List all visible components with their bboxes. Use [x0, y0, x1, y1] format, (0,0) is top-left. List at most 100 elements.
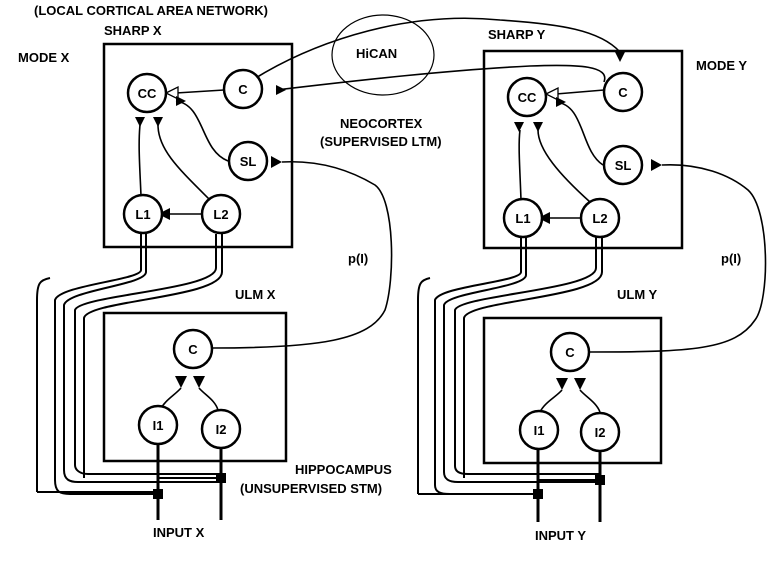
arrow-sl-cc-x — [176, 96, 186, 106]
arrow-l2-cc-y — [533, 122, 543, 132]
node-l1-y: L1 — [502, 197, 544, 239]
node-i1-y-label: I1 — [534, 423, 545, 438]
link-sl-cc-x — [175, 100, 229, 162]
arrow-l1-cc-y — [514, 122, 524, 132]
ulm-y-box — [482, 316, 663, 465]
sharp-y-box — [482, 49, 684, 250]
loop-l2-input-y — [454, 236, 600, 475]
arrow-sl-cc-y — [556, 97, 566, 107]
connection-cy-to-cx — [275, 64, 606, 91]
arrow-c-i1-y — [556, 378, 568, 390]
p-label-right: p(I) — [721, 251, 741, 266]
mode-y-label: MODE Y — [696, 58, 747, 73]
connection-cx-to-cy — [232, 17, 621, 94]
arrow-c-i2-x — [193, 376, 205, 388]
node-i2-y: I2 — [579, 411, 621, 453]
node-i1-x-label: I1 — [153, 418, 164, 433]
arrow-l2-cc-x — [153, 117, 163, 127]
node-i1-x: I1 — [137, 404, 179, 446]
arrow-l2-l1-y — [538, 212, 550, 224]
unsupervised-label: (UNSUPERVISED STM) — [240, 481, 382, 496]
link-c-i2-y — [579, 389, 601, 413]
node-i2-x-label: I2 — [216, 422, 227, 437]
node-cc-y-label: CC — [518, 90, 537, 105]
hican-ellipse — [331, 14, 435, 96]
hippocampus-label: HIPPOCAMPUS — [295, 462, 392, 477]
link-c-cc-x — [175, 89, 225, 94]
neocortex-label: NEOCORTEX — [340, 116, 423, 131]
arrow-c-i1-x — [175, 376, 187, 388]
node-c-x: C — [222, 68, 264, 110]
loop-l2-input-x — [74, 234, 221, 475]
link-c-cc-y — [555, 89, 605, 95]
node-c-x-label: C — [238, 82, 248, 97]
junction-y-i2 — [595, 475, 605, 485]
p-loop-x — [211, 160, 393, 349]
arrowhead-cx-in — [276, 85, 286, 95]
sharp-x-box — [102, 42, 294, 249]
node-ulm-c-x: C — [172, 328, 214, 370]
input-y-outer — [417, 277, 431, 494]
node-l1-x: L1 — [122, 193, 164, 235]
node-l1-x-label: L1 — [135, 207, 150, 222]
node-sl-x: SL — [227, 140, 269, 182]
link-l2-cc-x — [157, 124, 211, 201]
node-c-y-label: C — [618, 85, 628, 100]
supervised-label: (SUPERVISED LTM) — [320, 134, 442, 149]
node-sl-x-label: SL — [240, 154, 257, 169]
arrow-c-i2-y — [574, 378, 586, 390]
link-l2-cc-y — [537, 129, 591, 203]
arrowhead-cy-in — [615, 52, 625, 62]
arrow-sl-in-y — [651, 159, 662, 171]
node-l2-y-label: L2 — [592, 211, 607, 226]
sharp-y-label: SHARP Y — [488, 27, 546, 42]
node-l2-y: L2 — [579, 197, 621, 239]
node-ulm-c-x-label: C — [188, 342, 198, 357]
node-sl-y: SL — [602, 144, 644, 186]
node-ulm-c-y: C — [549, 331, 591, 373]
node-l2-x-label: L2 — [213, 207, 228, 222]
link-c-i2-x — [198, 387, 219, 411]
node-sl-y-label: SL — [615, 158, 632, 173]
node-i1-y: I1 — [518, 409, 560, 451]
p-loop-y — [589, 164, 767, 353]
network-label: (LOCAL CORTICAL AREA NETWORK) — [34, 3, 268, 18]
loop-l2-input-y-2 — [463, 236, 603, 478]
node-ulm-c-y-label: C — [565, 345, 575, 360]
loop-l1-input-x-2 — [63, 234, 221, 483]
node-l2-x: L2 — [200, 193, 242, 235]
arrow-l1-cc-x — [135, 117, 145, 127]
link-l1-cc-x — [138, 124, 142, 197]
link-c-i1-y — [539, 389, 563, 413]
loop-l1-input-y-2 — [443, 236, 600, 483]
node-i2-x: I2 — [200, 408, 242, 450]
junction-x-i1 — [153, 489, 163, 499]
node-cc-y: CC — [506, 76, 548, 118]
loop-l1-input-x-1 — [54, 234, 158, 495]
arrow-l2-l1-x — [158, 208, 170, 220]
junction-x-i2 — [216, 473, 226, 483]
loop-l1-input-y-1 — [434, 236, 538, 495]
arrow-sl-in-x — [271, 156, 282, 168]
node-l1-y-label: L1 — [515, 211, 530, 226]
node-cc-x: CC — [126, 72, 168, 114]
ulm-y-label: ULM Y — [617, 287, 658, 302]
ulm-x-box — [102, 311, 288, 463]
node-cc-x-label: CC — [138, 86, 157, 101]
input-x-label: INPUT X — [153, 525, 205, 540]
open-arrow-cc-x — [164, 85, 179, 101]
junction-y-i1 — [533, 489, 543, 499]
sharp-x-label: SHARP X — [104, 23, 162, 38]
node-c-y: C — [602, 71, 644, 113]
open-arrow-cc-y — [544, 86, 559, 102]
link-sl-cc-y — [555, 101, 604, 166]
node-i2-y-label: I2 — [595, 425, 606, 440]
link-l1-cc-y — [518, 129, 522, 201]
p-label-left: p(I) — [348, 251, 368, 266]
input-y-label: INPUT Y — [535, 528, 586, 543]
hican-label: HiCAN — [356, 46, 397, 61]
ulm-x-label: ULM X — [235, 287, 276, 302]
mode-x-label: MODE X — [18, 50, 70, 65]
